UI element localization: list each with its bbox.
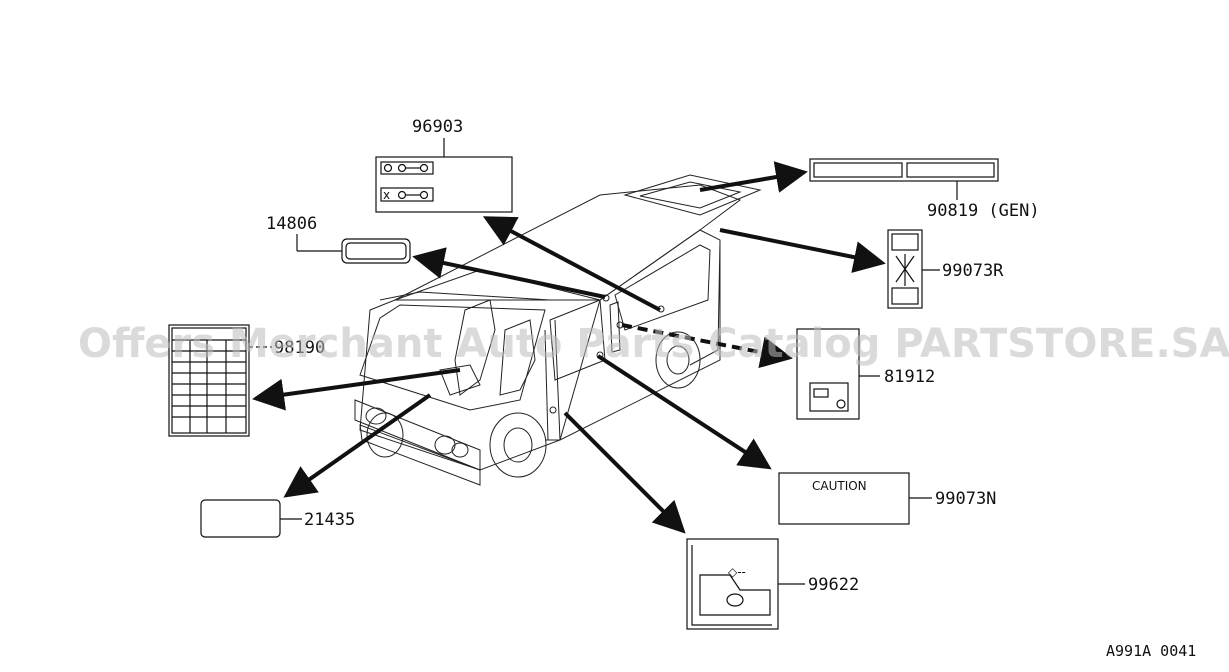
part-number-99073n: 99073N: [935, 489, 996, 509]
label-21435: 21435: [200, 499, 355, 538]
part-number-98190: 98190: [274, 338, 325, 358]
part-number-99622: 99622: [808, 575, 859, 595]
part-number-90819: 90819 (GEN): [927, 201, 1040, 221]
part-number-81912: 81912: [884, 367, 935, 387]
label-99073r: 99073R: [887, 229, 1004, 309]
part-number-14806: 14806: [266, 214, 317, 234]
watermark-text: Offers Merchant Auto Parts Catalog PARTS…: [78, 321, 1229, 367]
leader-arrows: [252, 161, 886, 534]
label-81912: 81912: [796, 328, 935, 420]
figure-code: A991A 0041: [1106, 642, 1196, 660]
label-96903: x 96903: [375, 117, 513, 213]
label-99622: ◇-- 99622: [686, 538, 859, 630]
part-number-21435: 21435: [304, 510, 355, 530]
part-number-99073r: 99073R: [942, 261, 1004, 281]
caution-text: CAUTION: [812, 479, 867, 493]
part-number-96903: 96903: [412, 117, 463, 137]
svg-text:x: x: [383, 188, 390, 202]
svg-text:◇--: ◇--: [728, 565, 746, 579]
van-illustration: [354, 174, 762, 486]
label-99073n: CAUTION 99073N: [778, 472, 996, 525]
label-14806: 14806: [266, 214, 411, 264]
label-90819: 90819 (GEN): [809, 158, 1040, 221]
label-98190: 98190: [168, 324, 325, 437]
